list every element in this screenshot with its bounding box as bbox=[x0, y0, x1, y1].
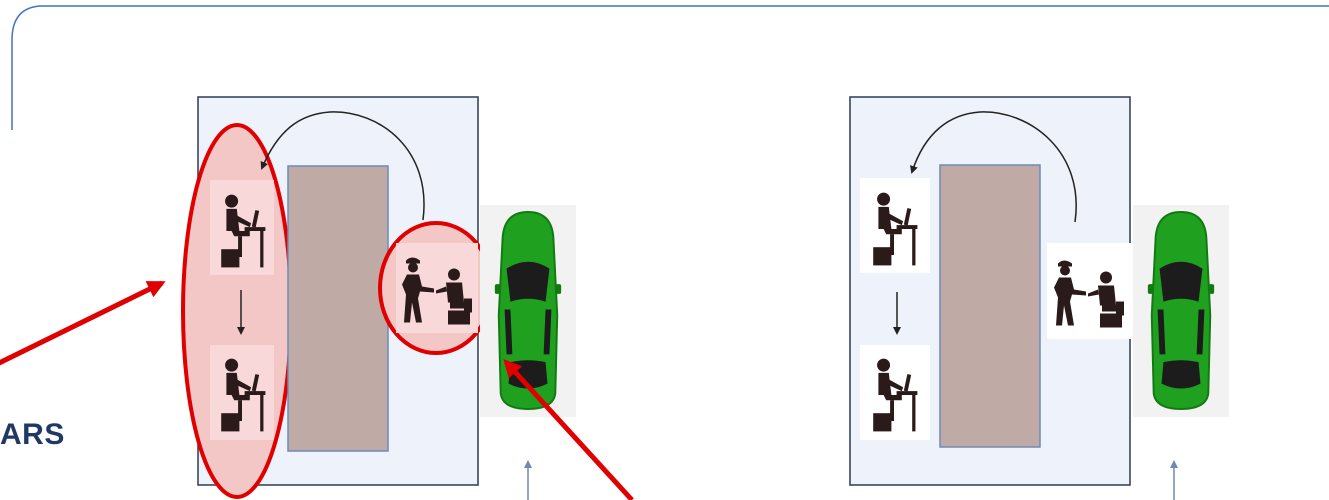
left-worker-top bbox=[210, 180, 274, 275]
right-panel bbox=[850, 97, 1229, 500]
pointer-arrow-to-stations bbox=[0, 283, 162, 365]
left-panel bbox=[183, 97, 576, 500]
left-handover bbox=[396, 243, 478, 333]
green-car-top-view-icon bbox=[495, 212, 561, 409]
right-worker-top bbox=[860, 178, 930, 273]
left-worker-bottom bbox=[210, 345, 274, 440]
green-car-top-view-icon bbox=[1148, 212, 1214, 409]
right-worker-bottom bbox=[860, 345, 930, 440]
right-handover bbox=[1047, 243, 1133, 339]
right-car bbox=[1133, 205, 1229, 417]
right-desk bbox=[940, 165, 1040, 447]
left-desk bbox=[288, 166, 388, 451]
partial-label: ARS bbox=[0, 418, 65, 452]
